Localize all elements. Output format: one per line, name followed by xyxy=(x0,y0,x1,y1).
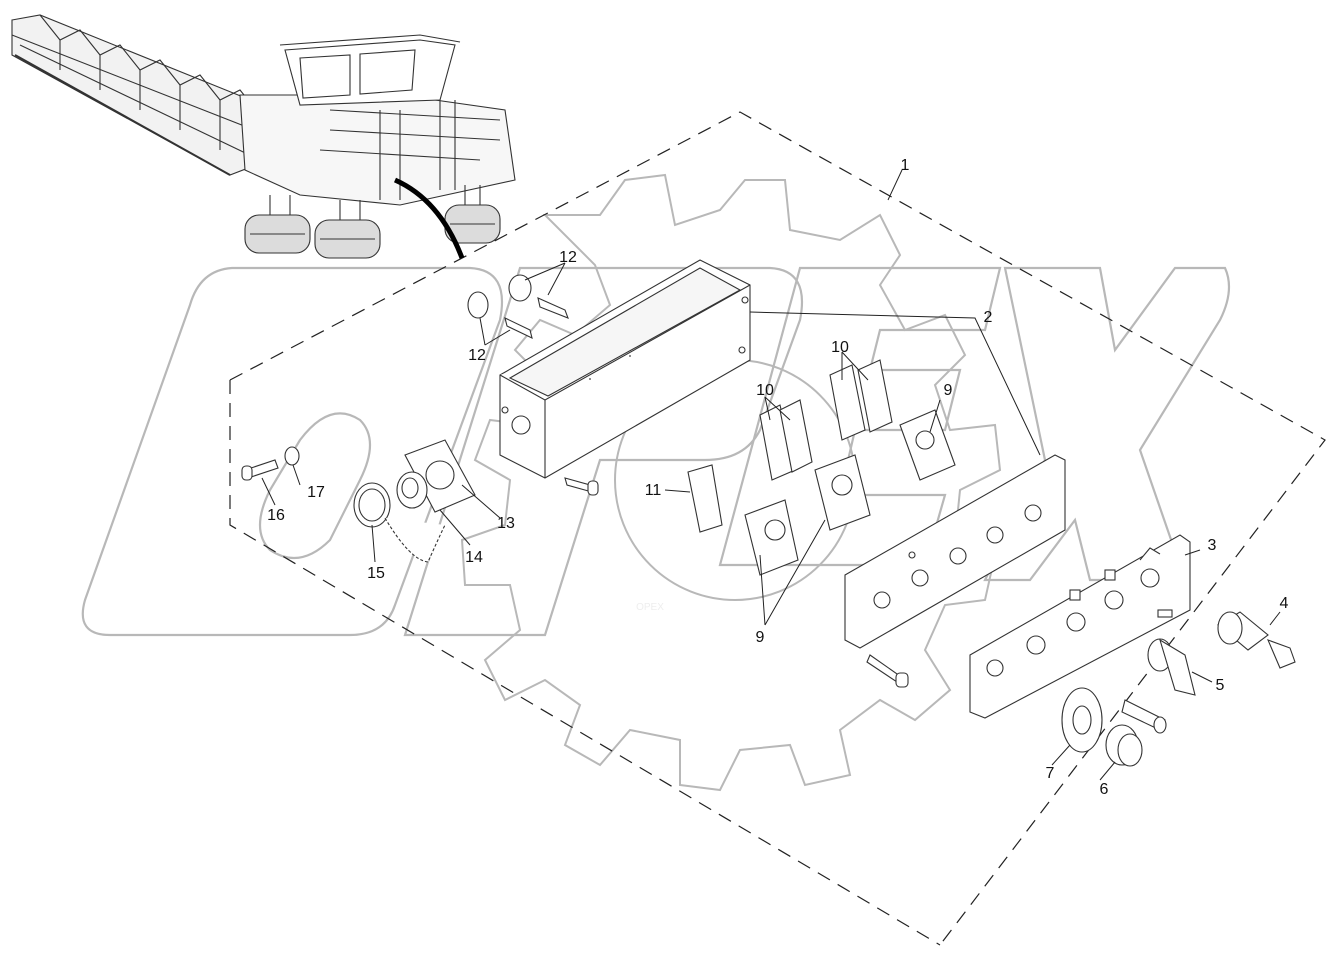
watermark-text: OPEX xyxy=(636,602,664,613)
callout-7: 7 xyxy=(1046,765,1055,782)
callout-16: 16 xyxy=(267,507,285,524)
part-4-key-switch xyxy=(1217,611,1296,669)
callout-9-lower: 9 xyxy=(756,629,765,646)
callout-5: 5 xyxy=(1216,677,1225,694)
assembly-boundary xyxy=(229,111,1326,946)
part-3-screw xyxy=(866,654,909,688)
callout-1: 1 xyxy=(901,157,910,174)
part-2-screw xyxy=(564,477,599,496)
leader-lines xyxy=(261,169,1281,781)
callout-2: 2 xyxy=(984,309,993,326)
callout-13: 13 xyxy=(497,515,515,532)
callout-15: 15 xyxy=(367,565,385,582)
part-12-glands xyxy=(467,274,569,340)
part-3-front-panel xyxy=(844,454,1191,719)
callout-9-upper: 9 xyxy=(944,382,953,399)
parts-13-17-socket-assembly xyxy=(241,439,476,563)
part-7-ring xyxy=(1061,687,1103,753)
callout-11: 11 xyxy=(645,482,662,499)
callout-3: 3 xyxy=(1208,537,1217,554)
part-6-push-button xyxy=(1105,699,1167,767)
callout-14: 14 xyxy=(465,549,483,566)
milling-machine-illustration xyxy=(11,14,516,259)
callout-10-upper: 10 xyxy=(831,339,849,356)
part-2-housing xyxy=(499,259,751,479)
contact-blocks xyxy=(687,359,956,576)
callout-12-upper: 12 xyxy=(559,249,577,266)
callout-10-lower: 10 xyxy=(756,382,774,399)
callout-12-lower: 12 xyxy=(468,347,486,364)
callout-17: 17 xyxy=(307,484,325,501)
callout-labels: 1 2 3 4 5 6 7 9 9 10 10 11 12 12 13 14 1… xyxy=(267,157,1288,798)
part-5-selector-switch xyxy=(1147,638,1196,696)
callout-4: 4 xyxy=(1280,595,1289,612)
callout-6: 6 xyxy=(1100,781,1109,798)
